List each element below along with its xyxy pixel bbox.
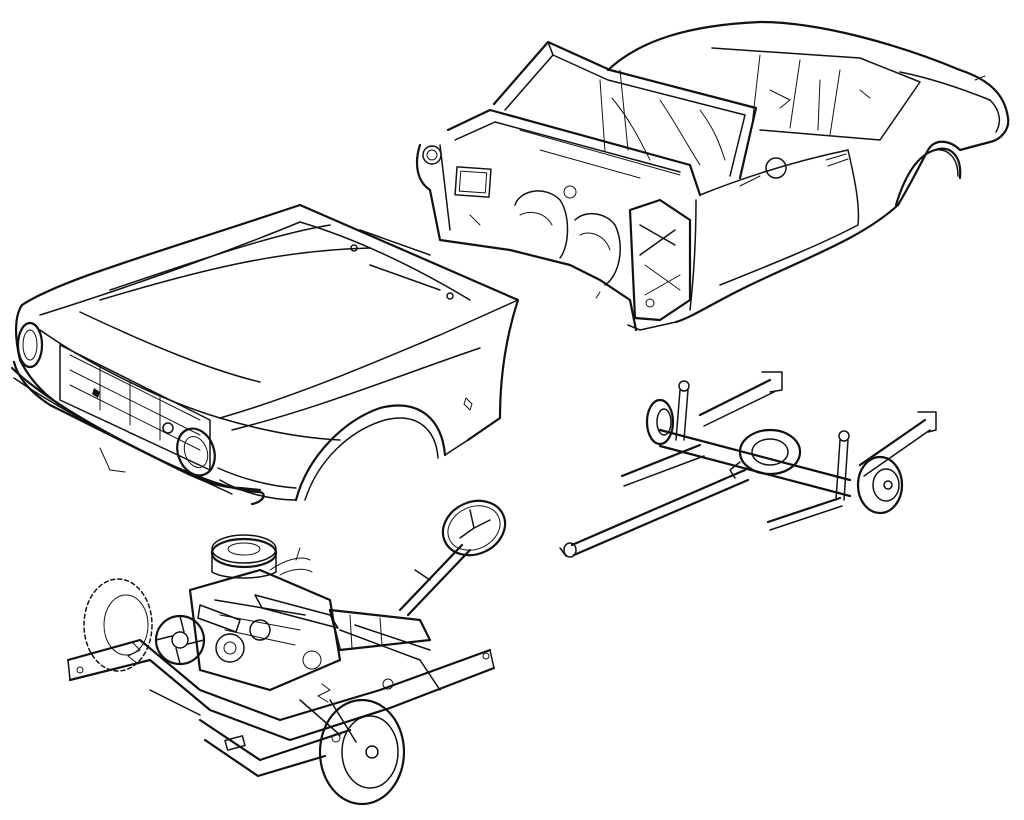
convertible-body-shell-icon [415, 20, 1010, 332]
hood-and-fenders-icon [10, 203, 520, 506]
engine-subframe-icon [66, 499, 507, 806]
rear-axle-assembly-icon [559, 371, 937, 558]
